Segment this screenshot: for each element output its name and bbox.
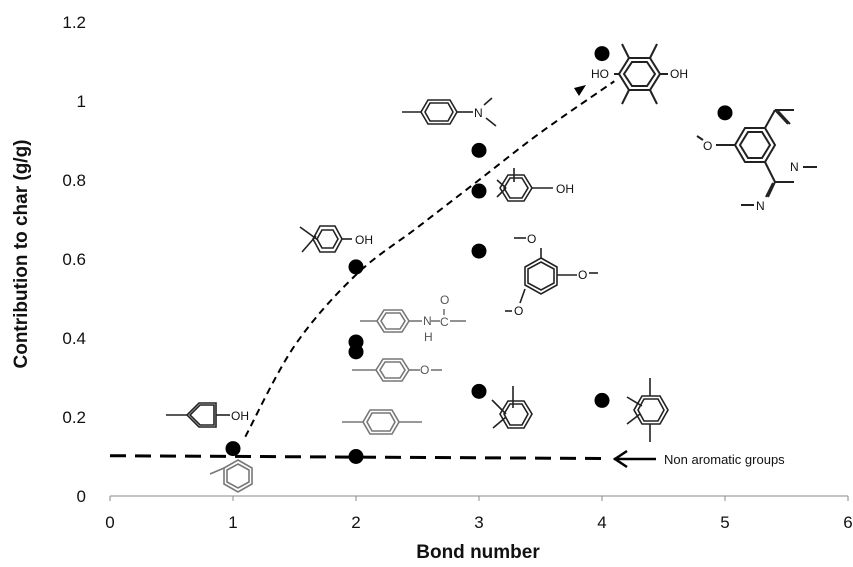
y-axis-title: Contribution to char (g/g) xyxy=(11,139,32,368)
label-o-diimine: O xyxy=(703,139,712,153)
data-points xyxy=(225,46,733,464)
label-oh-2: OH xyxy=(355,233,373,247)
structure-methoxy-diimine: O N N xyxy=(696,109,817,213)
structure-phenol-2: OH xyxy=(299,225,373,253)
y-tick-label: 0.8 xyxy=(62,171,86,190)
structure-anisole-grey: O xyxy=(352,358,442,382)
trend-arrowhead xyxy=(574,85,586,96)
y-tick-label: 0 xyxy=(77,487,86,506)
x-tick-label: 6 xyxy=(843,513,852,532)
label-o-tmb-2: O xyxy=(578,268,587,282)
x-tick-label: 3 xyxy=(474,513,483,532)
data-point xyxy=(225,441,241,457)
x-axis-tick-marks xyxy=(109,496,849,501)
x-axis-title: Bond number xyxy=(416,542,540,563)
data-point xyxy=(594,392,610,408)
y-tick-label: 0.2 xyxy=(62,408,86,427)
label-oh-3: OH xyxy=(556,182,574,196)
trend-curve xyxy=(244,80,615,438)
data-point xyxy=(471,383,487,399)
x-tick-label: 4 xyxy=(597,513,606,532)
label-oh-1: OH xyxy=(231,409,249,423)
label-n-acetanilide: N xyxy=(423,314,432,328)
data-point xyxy=(348,259,364,275)
x-tick-label: 2 xyxy=(351,513,360,532)
x-tick-label: 5 xyxy=(720,513,729,532)
structure-trimethylbenzene xyxy=(491,386,533,429)
label-n-diimine-2: N xyxy=(756,199,765,213)
structure-methylphenol-3: OH xyxy=(496,168,574,202)
data-point xyxy=(348,334,364,350)
label-o-acetanilide: O xyxy=(440,293,449,307)
structure-tetramethylbenzene xyxy=(626,378,669,442)
data-point xyxy=(717,105,733,121)
y-tick-label: 1 xyxy=(77,92,86,111)
data-point xyxy=(471,183,487,199)
data-point xyxy=(348,449,364,464)
label-o-anisole: O xyxy=(420,363,429,377)
label-o-tmb-3: O xyxy=(514,304,523,318)
structure-xylene-grey xyxy=(342,409,422,435)
label-h-acetanilide: H xyxy=(424,330,433,344)
annotation-non-aromatic: Non aromatic groups xyxy=(664,452,785,467)
label-oh-4: OH xyxy=(670,67,688,81)
x-axis-tick-labels: 0 1 2 3 4 5 6 xyxy=(105,513,852,532)
structure-dimethylaniline: N xyxy=(402,97,497,127)
y-axis-tick-labels: 0 0.2 0.4 0.6 0.8 1 1.2 xyxy=(62,13,86,506)
label-o-tmb-1: O xyxy=(527,232,536,246)
label-n-diimine-1: N xyxy=(790,160,799,174)
data-point xyxy=(471,142,487,158)
x-tick-label: 1 xyxy=(228,513,237,532)
structure-phenol-1: OH xyxy=(166,402,249,428)
y-tick-label: 0.4 xyxy=(62,329,86,348)
non-aromatic-baseline xyxy=(109,454,603,460)
x-tick-label: 0 xyxy=(105,513,114,532)
structure-tetramethylhydroquinone: HO OH xyxy=(591,43,688,105)
structure-trimethoxybenzene: O O O xyxy=(505,232,598,318)
label-c-acetanilide: C xyxy=(440,315,449,329)
structure-toluene-grey xyxy=(209,459,253,493)
label-ho: HO xyxy=(591,67,609,81)
y-tick-label: 0.6 xyxy=(62,250,86,269)
data-point xyxy=(594,46,610,62)
annotation-arrow xyxy=(612,449,656,469)
structure-acetanilide-grey: N O C H xyxy=(360,293,466,344)
label-n-dimethylaniline: N xyxy=(474,106,483,120)
data-point xyxy=(471,243,487,259)
y-tick-label: 1.2 xyxy=(62,13,86,32)
